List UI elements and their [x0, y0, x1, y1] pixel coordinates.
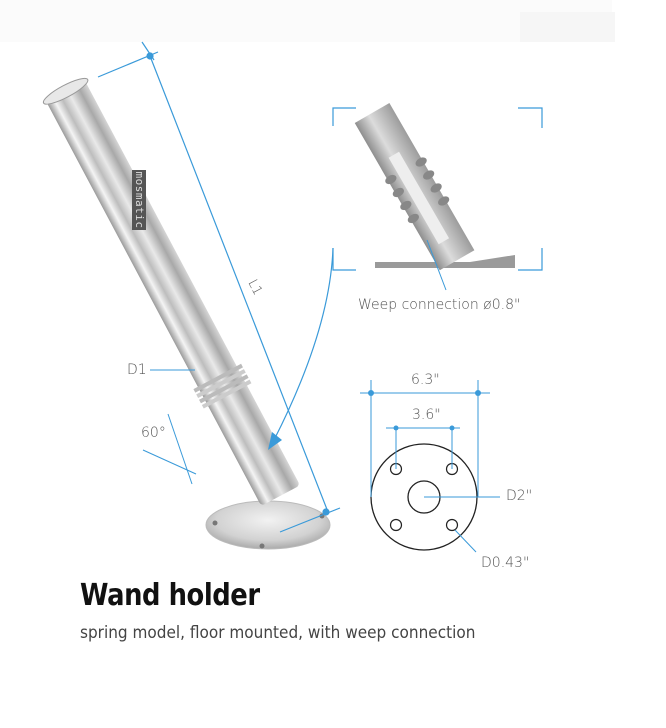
detail-frame [332, 107, 543, 271]
flange-outer-label: 6.3" [411, 372, 440, 388]
diameter-label: D1 [127, 362, 147, 378]
wand-holder-illustration [42, 77, 331, 550]
mount-hole-label: D0.43" [481, 555, 530, 571]
base-plate [205, 500, 331, 550]
angle-label: 60° [141, 425, 166, 441]
detail-arrow [268, 247, 334, 450]
length-dimension [97, 41, 341, 533]
flange-drawing [360, 380, 500, 553]
center-hole-label: D2" [506, 488, 533, 504]
product-subtitle: spring model, floor mounted, with weep c… [80, 623, 476, 643]
tube-body [46, 80, 299, 505]
angle-lines [142, 413, 197, 485]
hole-spacing-label: 3.6" [412, 407, 441, 423]
top-background-band-right [520, 12, 615, 42]
product-title: Wand holder [80, 578, 260, 613]
top-background-band [0, 0, 612, 42]
weep-connection-label: Weep connection ø0.8" [358, 297, 521, 313]
spring-detail-illustration [354, 102, 515, 291]
brand-label: mosmatic [132, 170, 146, 230]
